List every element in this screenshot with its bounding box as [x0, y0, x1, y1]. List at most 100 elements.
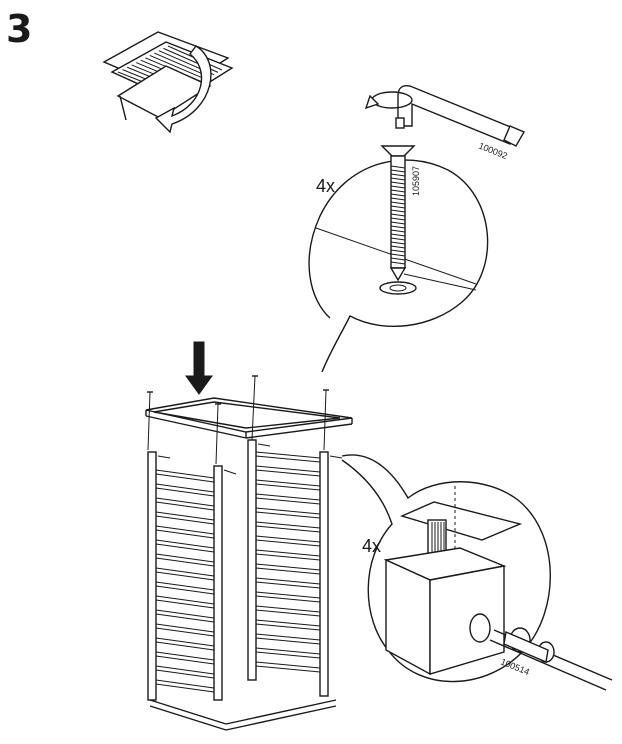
crib-slat — [255, 465, 321, 473]
screw-thread — [390, 197, 406, 201]
screw-thread — [390, 257, 406, 261]
screw-thread — [390, 213, 406, 217]
screw-guide-line — [323, 389, 327, 451]
crib-slat-edge — [155, 543, 215, 553]
screw-callout — [308, 85, 525, 373]
screw-thread — [390, 253, 406, 257]
crib-slat — [155, 581, 215, 591]
crib-slat — [155, 609, 215, 619]
screw-icon — [379, 145, 417, 295]
screw-thread — [390, 201, 406, 205]
screw-thread — [390, 229, 406, 233]
screw-thread — [390, 177, 406, 181]
crib-slat-edge — [255, 637, 321, 645]
left-side-panel — [147, 451, 223, 701]
crib-slat — [155, 679, 215, 689]
crib-slat-edge — [255, 469, 321, 477]
crib-slat-edge — [255, 595, 321, 603]
screw-guide-line — [251, 375, 256, 441]
dowel-callout — [341, 454, 613, 691]
rotate-arrow-icon — [154, 45, 212, 134]
screw-thread — [390, 205, 406, 209]
screw-thread — [390, 241, 406, 245]
screw-quantity-label: 4x — [316, 176, 335, 196]
crib-slat-edge — [155, 669, 215, 679]
crib-slat — [155, 539, 215, 549]
screw-thread — [390, 209, 406, 213]
crib-slat — [255, 479, 321, 487]
crib-slat-edge — [255, 609, 321, 617]
crib-slat — [155, 525, 215, 535]
screw-thread — [390, 245, 406, 249]
crib-frame — [145, 341, 353, 731]
crib-slat — [255, 605, 321, 613]
crib-slat-edge — [155, 613, 215, 623]
crib-slat — [155, 511, 215, 521]
crib-slat — [255, 647, 321, 655]
crib-slat-edge — [255, 623, 321, 631]
crib-slat — [255, 521, 321, 529]
crib-slat — [255, 619, 321, 627]
crib-slat — [255, 633, 321, 641]
crib-slat-edge — [255, 665, 321, 673]
crib-slat — [255, 493, 321, 501]
crib-slat-edge — [255, 511, 321, 519]
screw-thread — [390, 193, 406, 197]
screw-guide-line — [215, 403, 219, 465]
crib-slat — [255, 577, 321, 585]
crib-slat — [255, 451, 321, 459]
screw-thread — [390, 237, 406, 241]
crib-slat-edge — [255, 497, 321, 505]
crib-slat — [155, 567, 215, 577]
crib-slat-edge — [155, 641, 215, 651]
crib-slat-edge — [255, 539, 321, 547]
crib-slat — [255, 661, 321, 669]
bolt-part-number: 100514 — [499, 657, 531, 678]
crib-slat-edge — [255, 581, 321, 589]
screw-thread — [390, 173, 406, 177]
crib-slat-edge — [155, 683, 215, 693]
screw-thread — [390, 261, 406, 265]
crib-slat — [155, 623, 215, 633]
screw-thread — [390, 181, 406, 185]
crib-slat-edge — [155, 487, 215, 497]
crib-slat-edge — [255, 483, 321, 491]
screw-thread — [390, 221, 406, 225]
screw-thread — [390, 233, 406, 237]
screw-thread — [390, 165, 406, 169]
crib-slat-edge — [155, 515, 215, 525]
screw-guide-line — [147, 391, 151, 451]
cam-bolt-icon — [489, 627, 613, 691]
crib-slat-edge — [155, 599, 215, 609]
crib-slat-edge — [155, 557, 215, 567]
crib-slat-edge — [255, 553, 321, 561]
dowel-quantity-label: 4x — [362, 536, 381, 556]
crib-slat — [255, 563, 321, 571]
crib-slat — [255, 507, 321, 515]
crib-slat — [149, 54, 207, 80]
crib-slat — [255, 549, 321, 557]
crib-slat — [255, 591, 321, 599]
crib-slat-edge — [155, 655, 215, 665]
crib-slat — [155, 469, 215, 479]
crib-slat-edge — [255, 455, 321, 463]
crib-slat-edge — [155, 529, 215, 539]
crib-slat — [155, 483, 215, 493]
crib-slat — [155, 595, 215, 605]
crib-slat — [155, 497, 215, 507]
push-down-arrow-icon — [185, 341, 213, 395]
screw-part-number: 105907 — [411, 166, 421, 196]
screw-thread — [390, 189, 406, 193]
crib-slat-edge — [155, 501, 215, 511]
crib-slat-edge — [255, 651, 321, 659]
crib-slat-edge — [155, 473, 215, 483]
crib-slat-edge — [155, 585, 215, 595]
screw-thread — [390, 217, 406, 221]
crib-slat-edge — [155, 571, 215, 581]
crib-slat — [155, 637, 215, 647]
crib-slat — [255, 535, 321, 543]
crib-slat — [155, 665, 215, 675]
screw-thread — [390, 185, 406, 189]
crib-slat-edge — [255, 525, 321, 533]
